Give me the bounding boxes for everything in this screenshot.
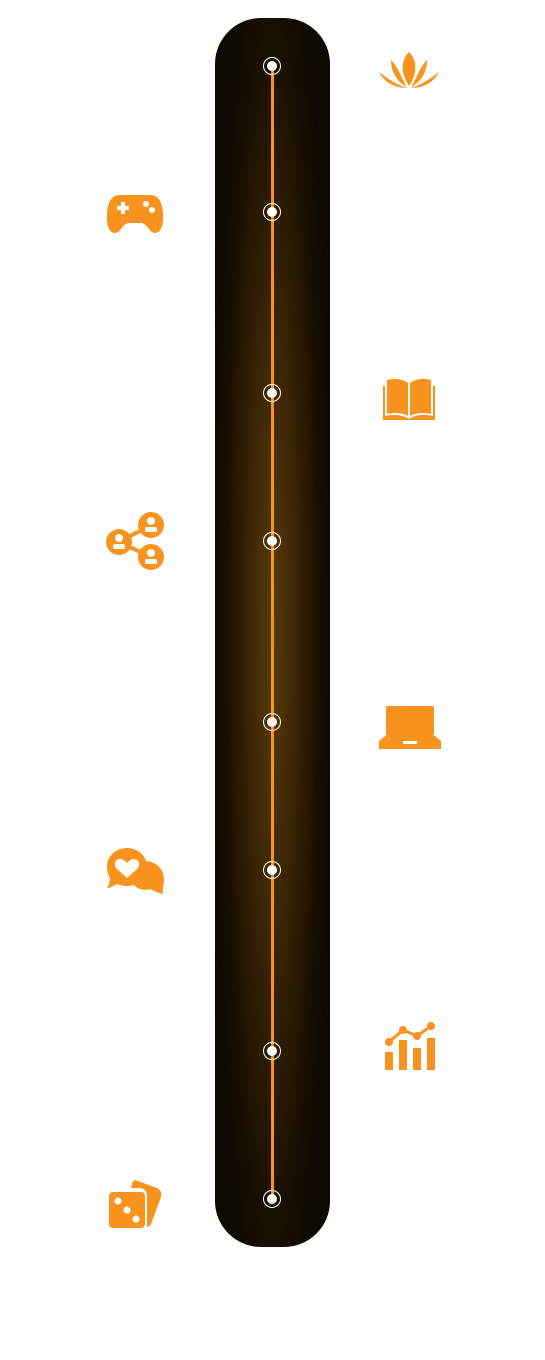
- timeline-node-1: [263, 57, 281, 75]
- partial-label: nt ns: [196, 962, 216, 1006]
- timeline-node-2: [263, 203, 281, 221]
- timeline-node-3: [263, 384, 281, 402]
- timeline-node-6: [263, 861, 281, 879]
- share-network-icon: [106, 512, 164, 570]
- gamepad-icon: [106, 195, 164, 233]
- timeline-line: [271, 66, 274, 1200]
- timeline-node-8: [263, 1190, 281, 1208]
- chart-icon: [385, 1022, 435, 1070]
- book-icon: [383, 379, 435, 420]
- timeline-node-5: [263, 713, 281, 731]
- timeline-node-4: [263, 532, 281, 550]
- timeline-node-7: [263, 1042, 281, 1060]
- dice-icon: [109, 1180, 162, 1228]
- laptop-icon: [379, 706, 441, 749]
- chat-heart-icon: [107, 848, 164, 894]
- lotus-icon: [379, 52, 439, 88]
